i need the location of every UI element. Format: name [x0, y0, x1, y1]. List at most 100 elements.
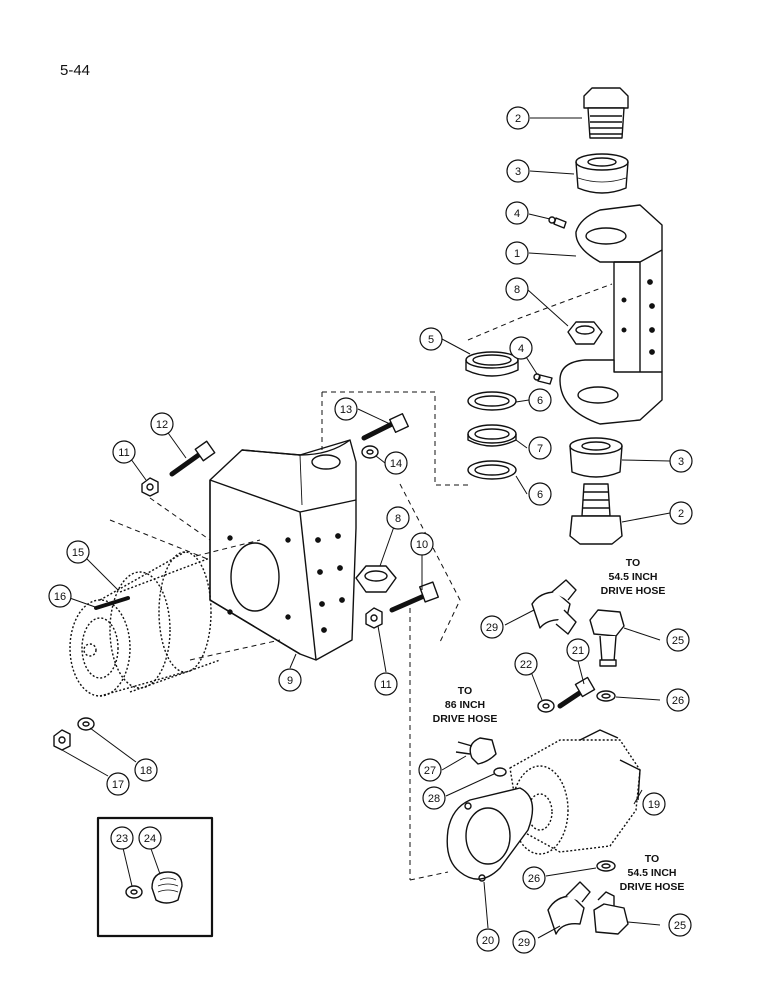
callout-circle-c8b [386, 506, 410, 530]
callout-number-c4a: 4 [514, 208, 520, 220]
callout-number-c8a: 8 [514, 284, 520, 296]
callout-circle-c6a [528, 388, 552, 412]
nut-11-lower [365, 607, 383, 629]
note-upper-drive-hose: TO 54.5 INCH DRIVE HOSE [601, 557, 666, 597]
callout-number-c25b: 25 [674, 920, 686, 932]
callout-number-c4b: 4 [518, 343, 524, 355]
note-middle-line-2: 86 INCH [445, 699, 485, 711]
callout-circle-c10 [410, 532, 434, 556]
washer-18 [77, 717, 95, 731]
callout-circle-c12 [150, 412, 174, 436]
callout-number-c26a: 26 [672, 695, 684, 707]
washer-22 [537, 699, 555, 713]
callout-circle-c15 [66, 540, 90, 564]
note-lower-line-1: TO [645, 853, 659, 865]
callout-circle-c23 [110, 826, 134, 850]
callout-circle-c6b [528, 482, 552, 506]
callout-circle-c9 [278, 668, 302, 692]
callout-circle-c17 [106, 772, 130, 796]
callout-number-c17: 17 [112, 779, 124, 791]
grease-fitting-upper [548, 216, 567, 229]
nut-17 [53, 729, 71, 751]
elbow-fitting-lower [547, 881, 591, 935]
callout-circle-c28 [422, 786, 446, 810]
page-number: 5-44 [60, 62, 91, 79]
callout-number-c1: 1 [514, 248, 520, 260]
callout-circle-c2a [506, 106, 530, 130]
note-middle-line-1: TO [458, 685, 472, 697]
tee-fitting-lower [593, 891, 629, 935]
callout-number-c6b: 6 [537, 489, 543, 501]
oring-26-lower [596, 860, 616, 872]
oring-28 [493, 767, 507, 777]
callout-number-c8b: 8 [395, 513, 401, 525]
callout-number-c11b: 11 [380, 679, 391, 691]
callout-circle-c26a [666, 688, 690, 712]
callout-circle-c13 [334, 397, 358, 421]
callout-number-c14: 14 [390, 458, 402, 470]
callout-number-c5: 5 [428, 334, 434, 346]
bearing-cup-lower [569, 437, 623, 478]
callout-circle-c5 [419, 327, 443, 351]
callout-circle-c4a [505, 201, 529, 225]
elbow-fitting-27 [455, 737, 497, 765]
callout-number-c6a: 6 [537, 395, 543, 407]
callout-number-c27: 27 [424, 765, 436, 777]
callout-number-c18: 18 [140, 765, 152, 777]
assembly-lines [109, 283, 613, 881]
elbow-fitting-upper [531, 579, 577, 635]
note-lower-line-3: DRIVE HOSE [620, 881, 685, 893]
callout-circle-c25b [668, 913, 692, 937]
shim-washers [467, 391, 517, 480]
callout-number-c29b: 29 [518, 937, 530, 949]
callout-circle-c1 [505, 241, 529, 265]
motor-housing [209, 439, 357, 661]
note-middle-line-3: DRIVE HOSE [433, 713, 498, 725]
callout-circle-c14 [384, 451, 408, 475]
callout-circle-c25a [666, 628, 690, 652]
callout-circle-c29b [512, 930, 536, 954]
callout-circle-c21 [566, 638, 590, 662]
capscrew-12 [169, 440, 216, 477]
drive-motor [69, 551, 221, 697]
callout-number-c9: 9 [287, 675, 293, 687]
callout-number-c23: 23 [116, 833, 128, 845]
callout-circle-c22 [514, 652, 538, 676]
callout-circle-c27 [418, 758, 442, 782]
callout-number-c29a: 29 [486, 622, 498, 634]
callout-number-c20: 20 [482, 935, 494, 947]
callout-number-c2a: 2 [515, 113, 521, 125]
callout-labels: 2341854676321314121115168101191817292521… [54, 113, 686, 949]
stud-16 [94, 596, 130, 610]
note-lower-line-2: 54.5 INCH [627, 867, 676, 879]
callout-number-c19: 19 [648, 799, 660, 811]
capscrew-10 [389, 581, 440, 613]
tee-fitting-upper [589, 609, 625, 667]
locknut-upper [567, 321, 603, 345]
callout-number-c13: 13 [340, 404, 352, 416]
callout-number-c7: 7 [537, 443, 543, 455]
note-upper-line-3: DRIVE HOSE [601, 585, 666, 597]
callout-number-c21: 21 [572, 645, 584, 657]
callout-circle-c26b [522, 866, 546, 890]
callout-circle-c24 [138, 826, 162, 850]
callout-circle-c8a [505, 277, 529, 301]
callout-number-c22: 22 [520, 659, 532, 671]
callout-circle-c11b [374, 672, 398, 696]
callout-circle-c18 [134, 758, 158, 782]
nut-11-upper [141, 477, 159, 497]
gasket-20 [446, 787, 534, 882]
plug-bolt-upper [583, 87, 629, 139]
callout-circle-c20 [476, 928, 500, 952]
callout-number-c3b: 3 [678, 456, 684, 468]
hydraulic-pump [509, 729, 641, 855]
callout-number-c16: 16 [54, 591, 66, 603]
callout-circle-c7 [528, 436, 552, 460]
callout-number-c2b: 2 [678, 508, 684, 520]
callout-circle-c19 [642, 792, 666, 816]
grease-fitting-lower [533, 373, 553, 385]
oring-26-upper [596, 690, 616, 702]
capscrew-13 [361, 412, 410, 441]
callout-circles [48, 106, 693, 954]
